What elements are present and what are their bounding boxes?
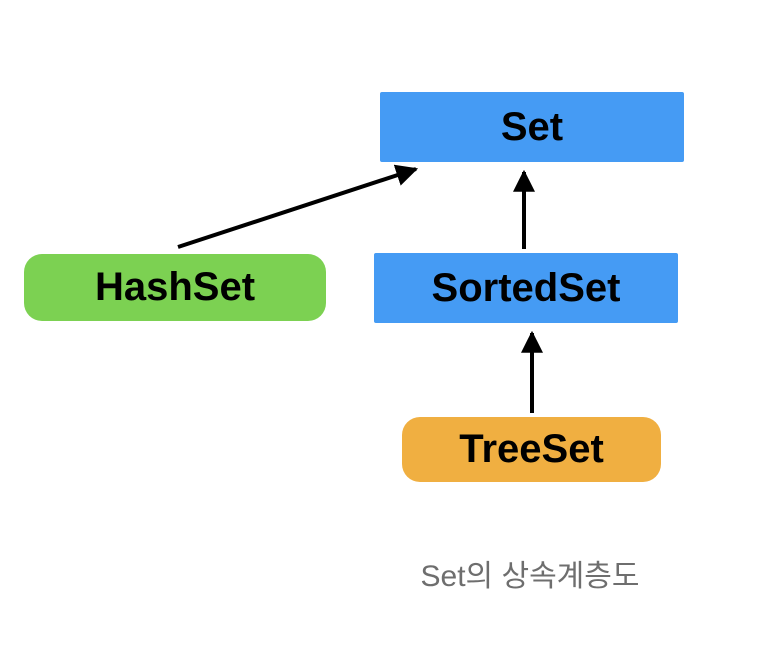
diagram-caption: Set의 상속계층도 [420,560,640,593]
node-hashset: HashSet [24,254,326,321]
node-sortedset: SortedSet [374,253,678,323]
node-set-label: Set [500,104,564,149]
node-set: Set [380,92,684,162]
node-sortedset-label: SortedSet [431,265,621,310]
node-treeset: TreeSet [402,417,661,482]
node-treeset-label: TreeSet [459,427,604,471]
edge-hashset-to-set [177,164,419,249]
node-hashset-label: HashSet [94,265,256,309]
